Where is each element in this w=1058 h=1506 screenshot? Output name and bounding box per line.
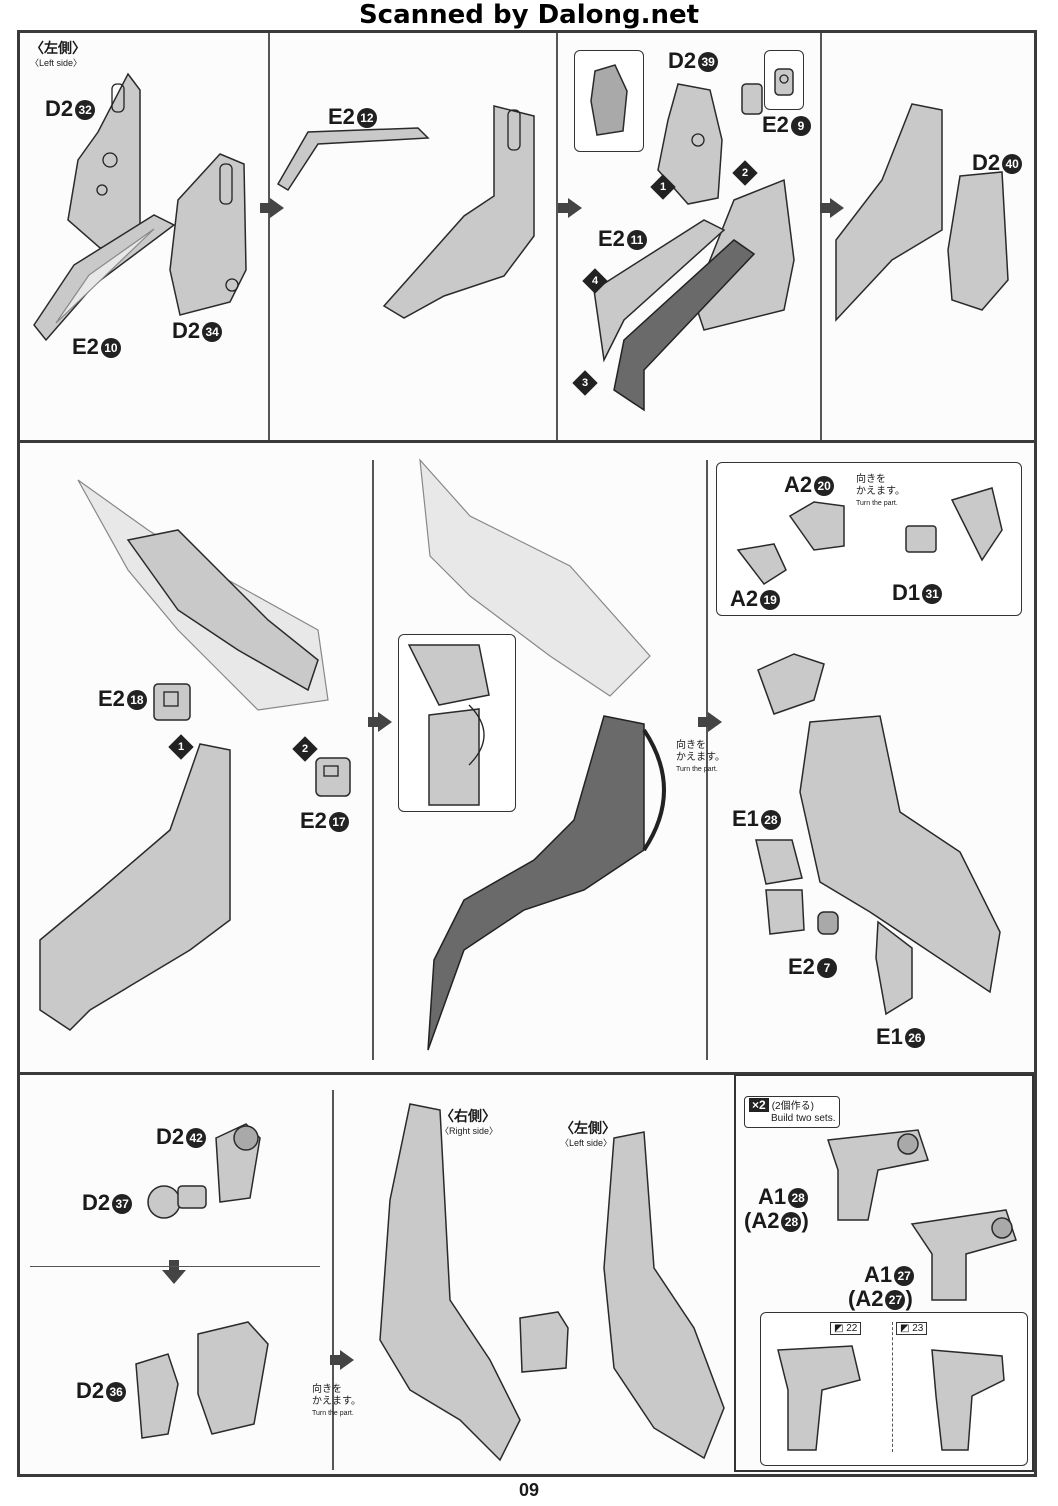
part-lower-wing-frame — [39, 743, 231, 1031]
divider-r1-c — [820, 33, 822, 440]
part-e2-17-clip — [315, 757, 351, 797]
part-e1-28 — [755, 839, 805, 935]
part-a1-27-gun — [910, 1209, 1017, 1301]
scan-banner: Scanned by Dalong.net — [358, 0, 700, 30]
part-assembled-wing — [835, 103, 1009, 322]
part-frame-assembly — [382, 105, 535, 319]
part-e2-18-clip — [153, 683, 191, 721]
divider-row1 — [17, 440, 1037, 443]
part-gun-sticker-23 — [931, 1349, 1005, 1451]
sticker-23: ◩ 23 — [896, 1322, 928, 1335]
divider-r1-a — [268, 33, 270, 440]
turn-note: 向きを かえます。Turn the part. — [676, 740, 725, 773]
detail-inset-frame — [574, 50, 644, 152]
part-gun-sticker-22 — [777, 1345, 861, 1451]
step-marker-1: 1 — [650, 174, 676, 200]
right-side-title: 〈右側〉 — [440, 1108, 496, 1124]
part-d2-34-plate — [169, 153, 247, 316]
part-d2-42 — [215, 1123, 261, 1203]
side-title: 〈左側〉 — [30, 40, 86, 56]
part-dark-wing-blade — [427, 715, 666, 1051]
left-side-title: 〈左側〉 — [560, 1120, 616, 1136]
part-d1-31-assembled — [905, 487, 1003, 562]
part-translucent-wing — [419, 458, 651, 697]
divider-r2-b — [706, 460, 708, 1060]
part-a2-20 — [788, 501, 845, 551]
part-large-wing-blade — [77, 479, 329, 711]
part-e2-9-peg — [741, 83, 763, 115]
part-e2-12-bar — [276, 127, 430, 192]
part-right-wing-unit — [379, 1103, 521, 1462]
turn-note: 向きを かえます。Turn the part. — [856, 474, 905, 507]
part-e2-7 — [817, 911, 839, 935]
divider-r3-a — [332, 1090, 334, 1470]
step-marker-4: 4 — [582, 268, 608, 294]
step-arrow — [820, 198, 844, 218]
page-number: 09 — [518, 1480, 540, 1500]
part-a1-28-gun — [826, 1129, 929, 1221]
part-e2-11-blade-assembly — [593, 178, 795, 412]
turn-note: 向きを かえます。Turn the part. — [312, 1384, 361, 1417]
part-d1-31 — [757, 653, 825, 715]
build-two-badge: ×2(2個作る)Build two sets. — [744, 1096, 841, 1128]
part-a2-19 — [736, 543, 787, 586]
divider-r2-a — [372, 460, 374, 1060]
build-two-panel — [734, 1074, 1034, 1472]
part-right-wing-assembly — [799, 715, 1001, 994]
section-divider — [30, 1266, 320, 1267]
part-d2-36-assembly — [135, 1321, 269, 1439]
part-d2-39-frame — [657, 83, 723, 205]
part-d2-32-frame — [67, 72, 141, 249]
side-subtitle: 〈Left side〉 — [30, 58, 83, 68]
part-e1-26 — [875, 920, 913, 1016]
detail-inset-peg — [764, 50, 804, 110]
step-arrow — [698, 712, 722, 732]
left-side-subtitle: 〈Left side〉 — [560, 1138, 613, 1148]
part-left-wing-unit — [603, 1131, 725, 1460]
step-marker-1: 1 — [168, 734, 194, 760]
sticker-inset-divider — [892, 1322, 893, 1452]
down-arrow — [162, 1260, 186, 1284]
right-side-subtitle: 〈Right side〉 — [440, 1126, 499, 1136]
step-arrow — [368, 712, 392, 732]
divider-r1-b — [556, 33, 558, 440]
part-d2-37 — [147, 1185, 207, 1219]
step-marker-2: 2 — [292, 736, 318, 762]
step-arrow — [330, 1350, 354, 1370]
step-marker-3: 3 — [572, 370, 598, 396]
step-arrow — [260, 198, 284, 218]
part-connector-block — [519, 1311, 569, 1373]
step-marker-2: 2 — [732, 160, 758, 186]
detail-inset-hinge — [398, 634, 516, 812]
divider-row2 — [17, 1072, 1037, 1075]
part-e2-10-blade — [33, 214, 176, 342]
sticker-22: ◩ 22 — [830, 1322, 862, 1335]
step-arrow — [558, 198, 582, 218]
